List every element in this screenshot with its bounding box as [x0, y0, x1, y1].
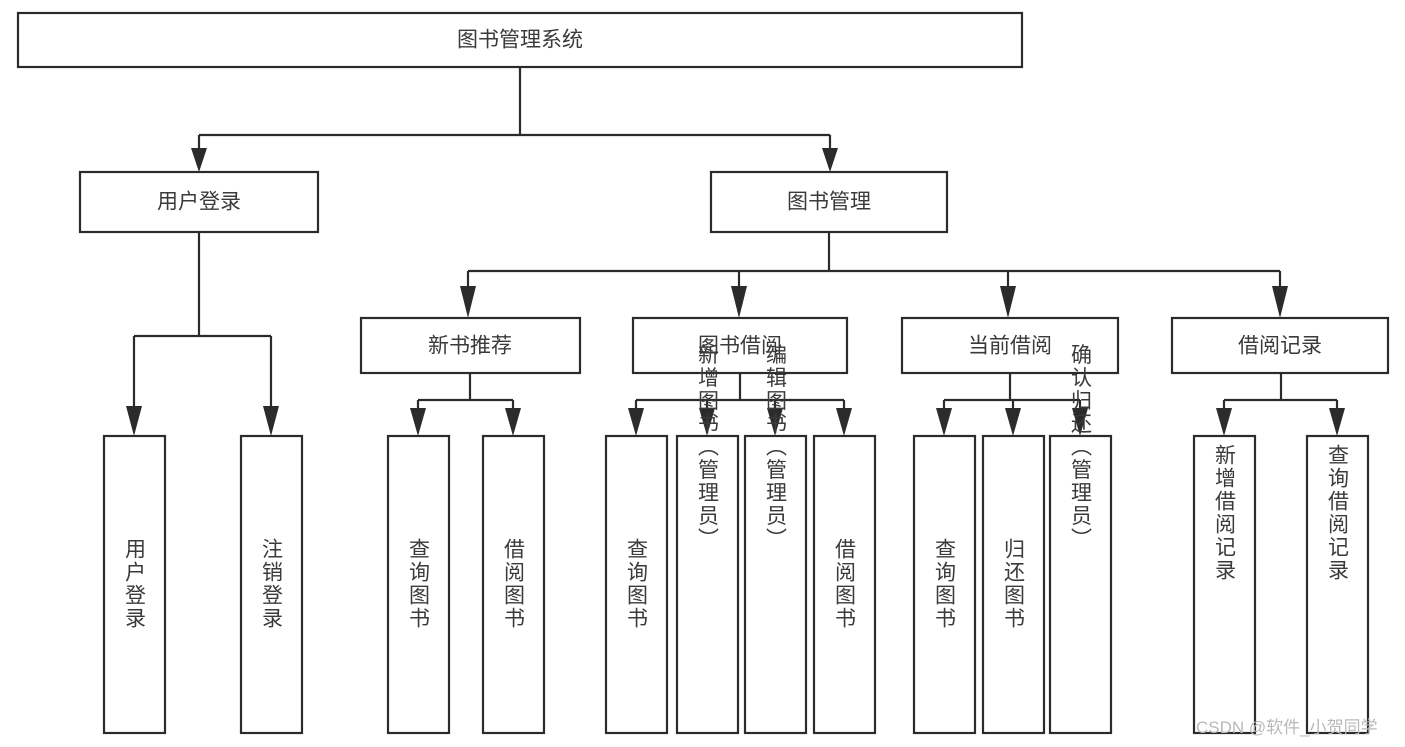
node-leaf-borrow-book-recommend[interactable]: 借阅图书 — [481, 434, 546, 735]
node-leaf-query-book-current-box[interactable] — [912, 434, 977, 735]
csdn-watermark: CSDN @软件_小贺同学 — [1196, 718, 1378, 737]
node-book-management-box[interactable] — [709, 170, 949, 234]
node-current-borrow-box[interactable] — [900, 316, 1120, 375]
node-leaf-add-borrow-record-label: 新增借阅记录 — [1213, 444, 1237, 582]
node-borrow-record-label: 借阅记录 — [1238, 335, 1322, 358]
node-leaf-add-borrow-record[interactable]: 新增借阅记录 — [1192, 434, 1257, 735]
node-leaf-query-borrow-record[interactable]: 查询借阅记录 — [1305, 434, 1370, 735]
node-current-borrow-label: 当前借阅 — [968, 335, 1052, 358]
node-leaf-confirm-return-box[interactable] — [1048, 434, 1113, 735]
node-new-book-recommend[interactable]: 新书推荐 — [359, 316, 582, 375]
arrow-head-borrow-record — [1272, 286, 1288, 318]
node-leaf-user-logout[interactable]: 注销登录 — [239, 434, 304, 735]
arrow-head-leaf-query-book-borrow — [628, 408, 644, 436]
node-leaf-query-book-current[interactable]: 查询图书 — [912, 434, 977, 735]
node-leaf-query-borrow-record-label: 查询借阅记录 — [1326, 444, 1350, 582]
arrow-head-leaf-add-borrow-record — [1216, 408, 1232, 436]
node-leaf-return-book-label: 归还图书 — [1002, 538, 1026, 630]
node-new-book-recommend-box[interactable] — [359, 316, 582, 375]
arrow-head-leaf-borrow-book — [836, 408, 852, 436]
arrow-head-book-management — [822, 148, 838, 172]
node-user-login[interactable]: 用户登录 — [78, 170, 320, 234]
node-leaf-return-book-box[interactable] — [981, 434, 1046, 735]
node-leaf-borrow-book-recommend-box[interactable] — [481, 434, 546, 735]
node-book-borrow[interactable]: 图书借阅 — [631, 316, 849, 375]
node-leaf-add-book-box[interactable] — [675, 434, 740, 735]
arrow-head-book-borrow — [731, 286, 747, 318]
node-root[interactable]: 图书管理系统 — [16, 11, 1024, 69]
node-leaf-query-book-recommend[interactable]: 查询图书 — [386, 434, 451, 735]
arrow-head-leaf-add-book — [699, 408, 715, 436]
arrow-head-user-login — [191, 148, 207, 172]
node-leaf-edit-book-label: 编辑图书（管理员） — [764, 344, 788, 551]
node-book-management[interactable]: 图书管理 — [709, 170, 949, 234]
node-leaf-user-login[interactable]: 用户登录 — [102, 434, 167, 735]
arrow-head-leaf-user-logout — [263, 406, 279, 436]
node-root-box[interactable] — [16, 11, 1024, 69]
node-leaf-user-login-label: 用户登录 — [123, 538, 147, 630]
node-leaf-query-book-recommend-label: 查询图书 — [407, 538, 431, 630]
node-leaf-borrow-book[interactable]: 借阅图书 — [812, 434, 877, 735]
node-leaf-add-book[interactable]: 新增图书（管理员） — [675, 344, 740, 735]
arrow-head-leaf-query-book-recommend — [410, 408, 426, 436]
node-book-borrow-label: 图书借阅 — [698, 335, 782, 358]
node-leaf-query-book-recommend-box[interactable] — [386, 434, 451, 735]
node-leaf-borrow-book-label: 借阅图书 — [833, 538, 857, 630]
arrow-head-leaf-edit-book — [767, 408, 783, 436]
arrow-head-leaf-confirm-return — [1072, 408, 1088, 436]
node-leaf-borrow-book-box[interactable] — [812, 434, 877, 735]
node-book-borrow-box[interactable] — [631, 316, 849, 375]
arrow-head-leaf-query-borrow-record — [1329, 408, 1345, 436]
arrow-head-new-book-recommend — [460, 286, 476, 318]
node-new-book-recommend-label: 新书推荐 — [428, 335, 512, 358]
node-leaf-query-book-current-label: 查询图书 — [933, 538, 957, 630]
connector-layer — [126, 67, 1345, 436]
node-leaf-user-logout-label: 注销登录 — [260, 538, 284, 630]
node-leaf-query-borrow-record-box[interactable] — [1305, 434, 1370, 735]
node-leaf-confirm-return-label: 确认归还（管理员） — [1069, 344, 1093, 551]
node-user-login-label: 用户登录 — [157, 191, 241, 214]
node-current-borrow[interactable]: 当前借阅 — [900, 316, 1120, 375]
node-leaf-query-book-borrow[interactable]: 查询图书 — [604, 434, 669, 735]
arrow-head-leaf-query-book-current — [936, 408, 952, 436]
node-leaf-query-book-borrow-box[interactable] — [604, 434, 669, 735]
node-borrow-record[interactable]: 借阅记录 — [1170, 316, 1390, 375]
node-leaf-add-book-label: 新增图书（管理员） — [696, 344, 720, 551]
node-leaf-edit-book[interactable]: 编辑图书（管理员） — [743, 344, 808, 735]
node-leaf-add-borrow-record-box[interactable] — [1192, 434, 1257, 735]
arrow-head-current-borrow — [1000, 286, 1016, 318]
node-book-management-label: 图书管理 — [787, 191, 871, 214]
node-leaf-confirm-return[interactable]: 确认归还（管理员） — [1048, 344, 1113, 735]
arrow-head-leaf-user-login — [126, 406, 142, 436]
node-user-login-box[interactable] — [78, 170, 320, 234]
node-leaf-query-book-borrow-label: 查询图书 — [625, 538, 649, 630]
node-leaf-edit-book-box[interactable] — [743, 434, 808, 735]
node-leaf-user-login-box[interactable] — [102, 434, 167, 735]
node-borrow-record-box[interactable] — [1170, 316, 1390, 375]
arrow-head-leaf-return-book — [1005, 408, 1021, 436]
node-leaf-user-logout-box[interactable] — [239, 434, 304, 735]
node-leaf-borrow-book-recommend-label: 借阅图书 — [502, 538, 526, 630]
node-leaf-return-book[interactable]: 归还图书 — [981, 434, 1046, 735]
arrow-head-leaf-borrow-book-recommend — [505, 408, 521, 436]
node-root-label: 图书管理系统 — [457, 29, 583, 52]
